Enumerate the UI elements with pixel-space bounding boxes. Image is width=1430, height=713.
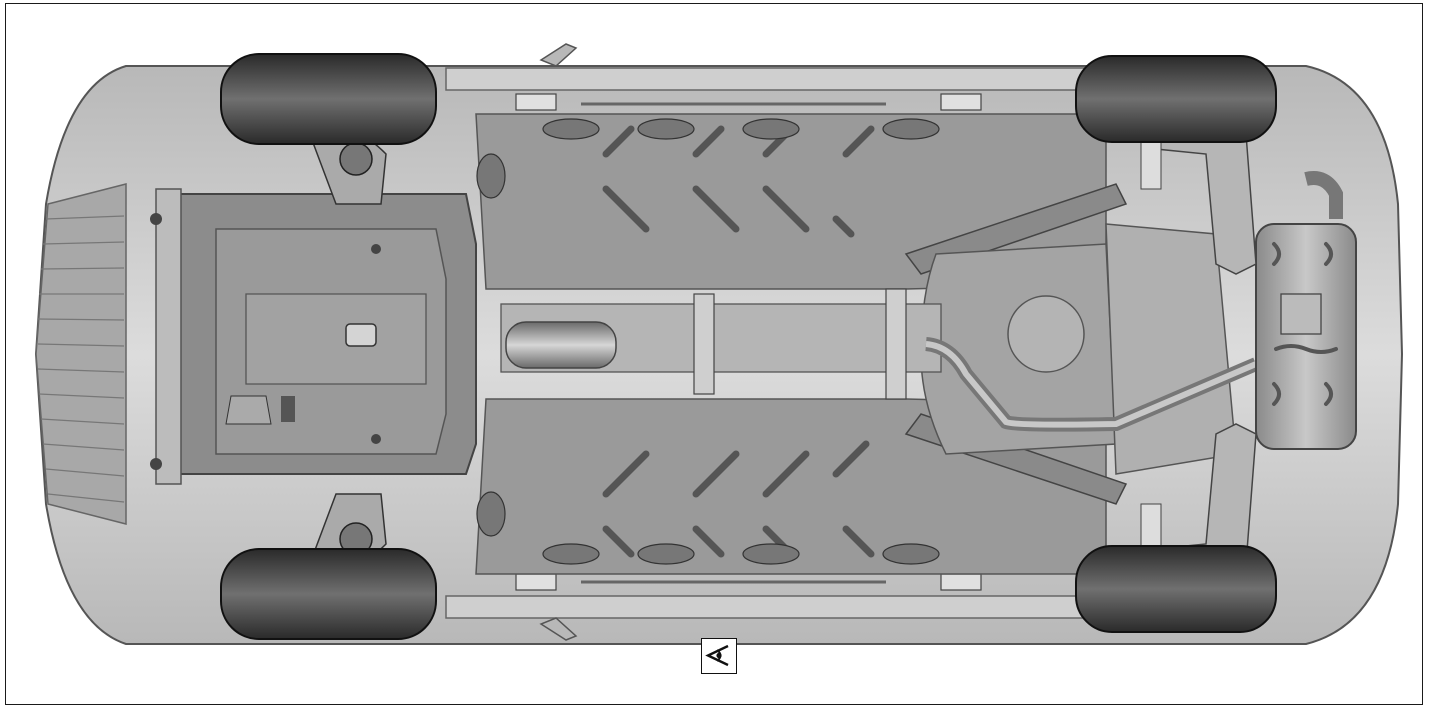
mirrors (539, 43, 578, 641)
exhaust-system (500, 171, 1357, 450)
tires (220, 53, 1277, 640)
rear-suspension (1140, 123, 1257, 575)
vehicle-underbody-icon (34, 43, 1404, 645)
engine-splash-shield (150, 188, 477, 485)
view-direction-eye-icon (701, 638, 737, 674)
figure-frame (5, 3, 1423, 705)
fuel-tank (920, 223, 1237, 475)
